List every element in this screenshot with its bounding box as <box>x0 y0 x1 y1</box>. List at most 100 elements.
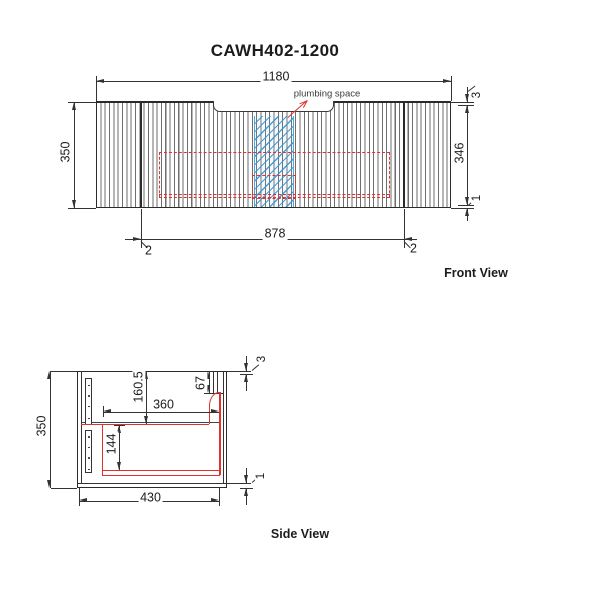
dim-front-bottom-gap: 1 <box>470 192 483 204</box>
cabinet-top-edge-left <box>96 101 214 103</box>
arrow-icon <box>79 498 88 503</box>
screw-hole <box>87 417 90 420</box>
ext-line <box>451 102 474 103</box>
arrow-icon <box>96 78 104 83</box>
handle-notch <box>213 101 334 112</box>
cabinet-top-edge-right <box>332 101 451 103</box>
dim-side-drawer-depth: 360 <box>151 397 176 412</box>
arrow-icon <box>71 199 76 208</box>
dim-front-overall-height: 350 <box>58 139 73 165</box>
arrow-icon <box>464 197 469 205</box>
dim-side-top-gap: 3 <box>255 353 268 365</box>
ext-line <box>227 483 252 485</box>
page-title: CAWH402-1200 <box>210 41 340 60</box>
arrow-icon <box>211 498 220 503</box>
drawer-divider-line <box>80 421 220 423</box>
arrow-icon <box>47 479 52 488</box>
dim-side-overall-height: 350 <box>34 413 49 438</box>
ext-line <box>67 207 96 209</box>
screw-hole <box>87 457 90 459</box>
dim-front-top-gap: 3 <box>470 89 484 101</box>
dim-line <box>208 371 210 394</box>
front-panel-inner-line <box>223 371 225 484</box>
arrow-icon <box>117 462 121 470</box>
arrow-icon <box>132 236 141 241</box>
dim-side-overall-depth: 430 <box>138 489 163 505</box>
dim-front-panel-height: 346 <box>451 140 467 166</box>
dim-line <box>245 488 247 506</box>
arrow-icon <box>243 374 248 383</box>
drawer-front-curve <box>209 391 220 425</box>
dim-front-right-gap: 2 <box>410 241 417 256</box>
screw-hole <box>87 395 90 397</box>
dim-side-benchtop-to-drawer: 160.5 <box>130 368 146 405</box>
dim-front-overall-width: 1180 <box>260 68 292 84</box>
screw-hole <box>87 436 90 438</box>
arrow-icon <box>243 363 248 371</box>
arrow-icon <box>464 94 469 102</box>
arrow-icon <box>243 488 248 497</box>
arrow-icon <box>404 236 412 241</box>
ext-line <box>227 371 252 372</box>
ext-line <box>450 75 452 101</box>
ext-line <box>50 487 78 489</box>
arrow-icon <box>206 371 211 379</box>
screw-hole <box>87 446 90 449</box>
arrow-icon <box>143 415 148 424</box>
dim-line <box>245 374 247 392</box>
dim-side-top-rail-height: 67 <box>192 373 208 392</box>
plumbing-space-strip <box>254 116 294 207</box>
ext-line <box>404 209 405 248</box>
dim-line <box>467 105 468 205</box>
arrow-icon <box>143 371 148 379</box>
left-panel-separator <box>140 102 142 208</box>
side-view-label: Side View <box>270 527 330 541</box>
ext-line <box>67 102 96 103</box>
dim-side-drawer-inner-height: 144 <box>104 431 119 457</box>
screw-hole <box>87 405 90 408</box>
cutout-guide-large <box>159 152 390 198</box>
cutout-guide-small <box>252 175 296 199</box>
dim-side-bottom-gap: 1 <box>254 470 267 481</box>
drawer-bottom-inner-line <box>101 470 220 472</box>
dim-line <box>49 371 51 488</box>
arrow-icon <box>103 409 112 414</box>
arrow-icon <box>211 409 220 414</box>
top-rail-line <box>213 371 215 394</box>
back-panel-line <box>80 371 82 484</box>
right-panel-separator <box>403 102 406 208</box>
dim-line <box>103 411 220 413</box>
ext-line <box>96 75 97 101</box>
leader-line <box>251 364 259 371</box>
ext-line <box>50 371 78 372</box>
ext-line <box>451 207 474 209</box>
front-view-label: Front View <box>444 265 508 280</box>
drawer-bottom-line <box>101 474 220 476</box>
mounting-rail-bottom <box>85 430 93 474</box>
screw-hole <box>87 384 90 387</box>
arrow-icon <box>464 207 469 216</box>
dim-front-left-gap: 2 <box>145 243 152 258</box>
arrow-icon <box>464 105 469 113</box>
drawer-back-line <box>101 423 104 475</box>
ext-line <box>458 205 474 206</box>
drawer-top-line <box>80 423 210 426</box>
dim-front-opening-width: 878 <box>262 226 288 241</box>
ext-line <box>219 488 221 506</box>
top-rail-line <box>216 371 218 394</box>
plumbing-space-note: plumbing space <box>293 88 361 100</box>
dim-line <box>119 425 121 470</box>
screw-hole <box>87 468 90 471</box>
arrow-icon <box>47 371 52 379</box>
dim-line <box>74 102 75 208</box>
arrow-icon <box>71 102 76 110</box>
dim-line <box>146 371 147 424</box>
bottom-panel-line <box>77 483 228 485</box>
arrow-icon <box>206 385 211 394</box>
arrow-icon <box>243 475 248 484</box>
drawer-front-inner-line <box>219 391 221 475</box>
arrow-icon <box>443 78 451 83</box>
ext-line <box>79 488 81 506</box>
arrow-icon <box>117 425 121 434</box>
